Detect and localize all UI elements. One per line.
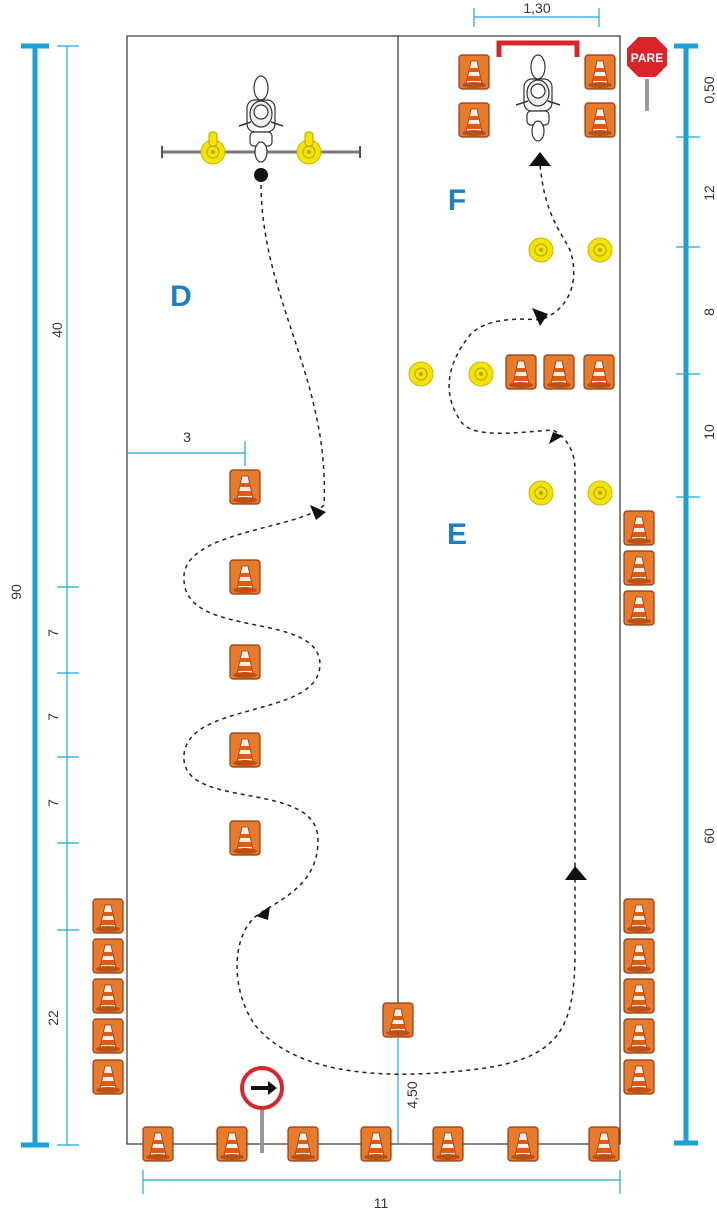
cone [92,938,124,974]
cone [623,510,655,546]
dim-bottom-11: 11 [374,1195,389,1211]
cone [623,590,655,626]
path-arrows [256,152,587,920]
dim-left-7b: 7 [45,713,61,721]
marker [587,237,613,263]
cone [623,938,655,974]
cone [588,1126,620,1162]
cone [432,1126,464,1162]
dim-right-60: 60 [701,828,717,844]
dim-left-7c: 7 [45,799,61,807]
dim-right-8: 8 [701,308,717,316]
cone [505,354,537,390]
start-point [254,168,268,182]
dim-top-130: 1,30 [523,0,550,16]
stop-sign [625,35,669,111]
marker [408,361,434,387]
cone [229,469,261,505]
start-motorcycle-left [161,75,361,165]
finish-motorcycle-right [496,40,580,142]
right-scale [674,43,700,1146]
cone [92,1018,124,1054]
course-boundary [126,35,621,1145]
cone [623,550,655,586]
dim-right-050: 0,50 [701,76,717,103]
riding-path [183,164,576,1075]
dim-left-7a: 7 [45,629,61,637]
cone [229,644,261,680]
cone [142,1126,174,1162]
dim-width-3: 3 [183,429,191,445]
dim-left-total: 90 [8,584,24,600]
zone-e-label: E [447,518,467,551]
cone [584,54,616,90]
top-dimension [473,8,600,27]
cone [507,1126,539,1162]
cone [584,102,616,138]
cone [623,1059,655,1095]
marker [528,237,554,263]
dim-gap-450: 4,50 [404,1081,420,1108]
dim-left-22: 22 [45,1010,61,1026]
width-3-dimension [127,441,246,466]
cone [229,732,261,768]
cone [623,978,655,1014]
marker [528,480,554,506]
cone [458,54,490,90]
cone [583,354,615,390]
cone [458,102,490,138]
cone [92,1059,124,1095]
cone [92,898,124,934]
cone [229,559,261,595]
cone [287,1126,319,1162]
dim-right-12: 12 [701,185,717,201]
dim-right-10: 10 [701,424,717,440]
cones [92,54,655,1162]
zone-f-label: F [448,184,466,217]
cone [360,1126,392,1162]
left-scale [21,43,79,1148]
cone [623,898,655,934]
cone [543,354,575,390]
direction-sign [240,1066,284,1153]
cone [92,978,124,1014]
stop-sign-text: PARE [631,51,663,65]
marker [587,480,613,506]
marker [468,361,494,387]
dim-left-40: 40 [49,322,65,338]
bottom-dimension [142,1170,621,1194]
cone [229,820,261,856]
cone [382,1002,414,1038]
cone [216,1126,248,1162]
zone-d-label: D [170,280,192,313]
cone [623,1018,655,1054]
